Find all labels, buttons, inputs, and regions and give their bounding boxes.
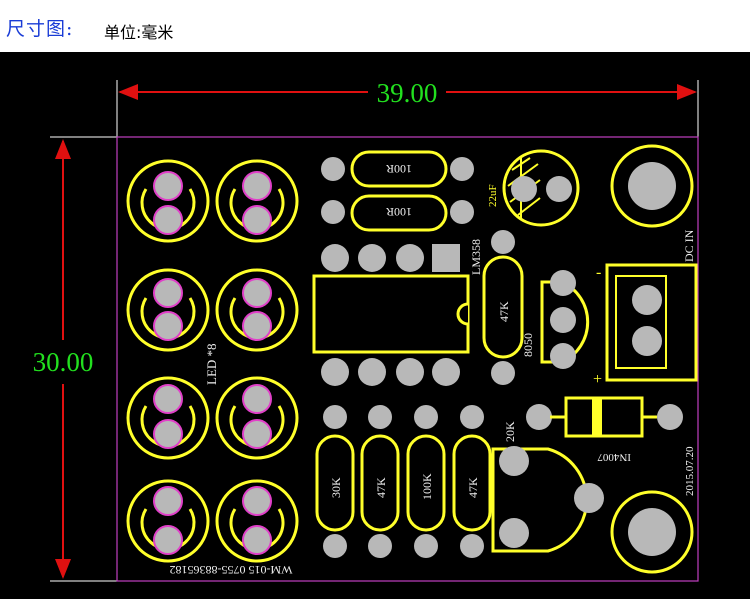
width-value: 39.00 — [377, 78, 438, 108]
date-label: 2015.07.20 — [684, 446, 696, 496]
potentiometer-label: 20K — [503, 421, 517, 442]
resistor-100r-b: 100R — [321, 194, 474, 232]
resistor-100r-a-label: 100R — [386, 162, 412, 176]
dimension-drawing-title: 尺寸图: — [6, 18, 74, 40]
polarity-minus: - — [596, 264, 601, 281]
led-label: LED *8 — [204, 343, 219, 385]
pcb-canvas: 39.00 30.00 100R 100R 22uF — [0, 52, 750, 599]
board-outline — [116, 136, 699, 582]
height-value: 30.00 — [33, 347, 94, 377]
diode-in4007: IN4007 — [526, 396, 683, 463]
height-dimension: 30.00 — [33, 136, 118, 582]
dc-in-label: DC IN — [682, 229, 696, 262]
led-5 — [126, 376, 210, 460]
resistor-100r-b-label: 100R — [386, 205, 412, 219]
led-2 — [215, 159, 299, 243]
led-1 — [126, 159, 210, 243]
potentiometer-20k: 20K — [491, 421, 604, 553]
header-bar: 尺寸图: 单位:毫米 — [0, 0, 750, 52]
diode-label: IN4007 — [597, 451, 631, 463]
ic-lm358: LM358 — [312, 239, 483, 386]
resistor-47k-b: 47K — [452, 405, 492, 558]
polarity-plus: + — [593, 371, 602, 388]
terminal-block: - + — [593, 263, 698, 388]
led-6 — [215, 376, 299, 460]
width-dimension: 39.00 — [116, 78, 699, 138]
transistor-8050: 8050 — [521, 270, 590, 369]
transistor-label: 8050 — [521, 333, 535, 357]
resistor-100r-a: 100R — [321, 150, 474, 188]
resistor-30k: 30K — [315, 405, 355, 558]
led-array — [126, 159, 299, 563]
resistor-47k-a-label: 47K — [374, 477, 388, 498]
capacitor-label: 22uF — [487, 184, 499, 207]
led-7 — [126, 479, 210, 563]
resistor-100k: 100K — [406, 405, 446, 558]
resistor-47k-top: 47K — [482, 230, 524, 385]
dc-jack-top: DC IN — [610, 144, 696, 262]
dc-jack-bottom: 2015.07.20 — [610, 446, 696, 574]
board-id-label: WM-015 0755-88365182 — [170, 563, 293, 577]
unit-label: 单位:毫米 — [104, 23, 174, 42]
resistor-47k-a: 47K — [360, 405, 400, 558]
pcb-drawing: 39.00 30.00 100R 100R 22uF — [33, 78, 699, 582]
capacitor-22uf: 22uF — [487, 149, 580, 227]
led-8 — [215, 479, 299, 563]
resistor-30k-label: 30K — [329, 477, 343, 498]
resistor-47k-top-label: 47K — [497, 301, 511, 322]
led-4 — [215, 268, 299, 352]
resistor-47k-b-label: 47K — [466, 477, 480, 498]
led-3 — [126, 268, 210, 352]
resistor-100k-label: 100K — [420, 473, 434, 500]
ic-label: LM358 — [469, 239, 483, 275]
